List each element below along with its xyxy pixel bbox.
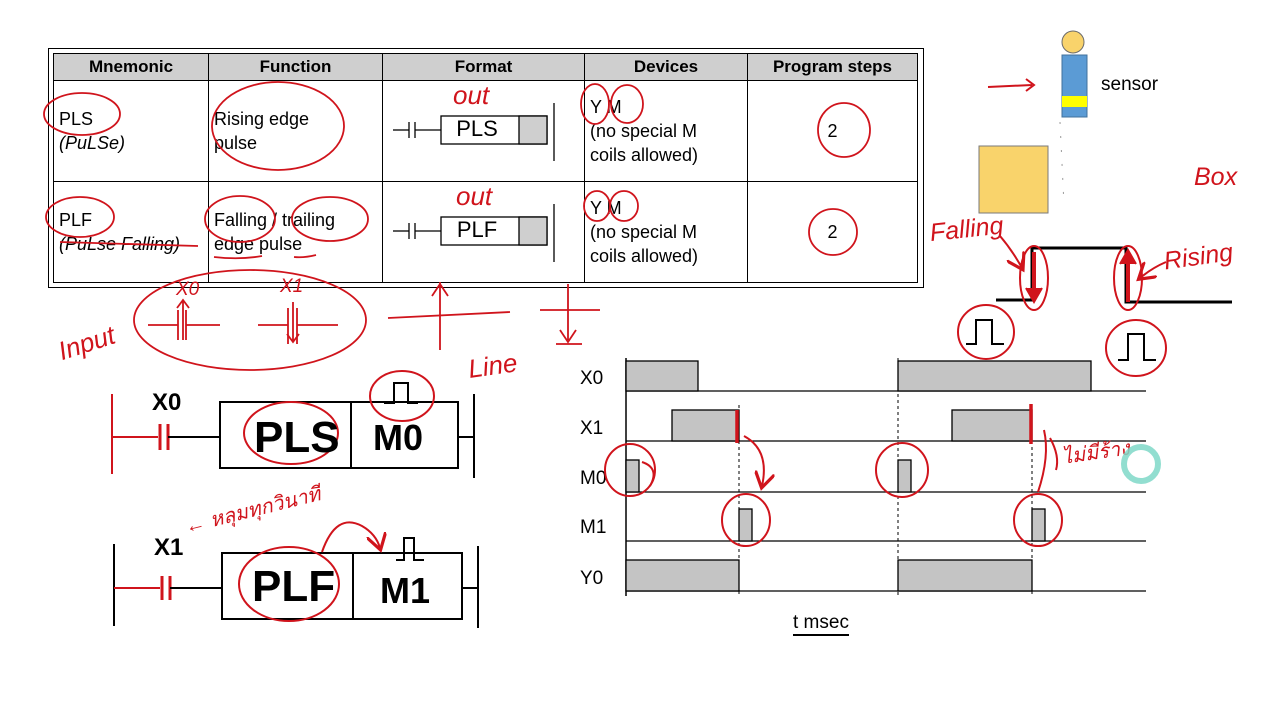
signal-label: X0 [580, 368, 603, 389]
ladder-input-x0: X0 [152, 389, 181, 416]
function-line: edge pulse [214, 234, 303, 254]
devices-line: Y M [590, 97, 622, 117]
x1-pulse [951, 409, 1033, 442]
format-symbol: PLF [383, 182, 584, 282]
devices-line: coils allowed) [590, 246, 699, 266]
edge-illustration [957, 235, 1232, 377]
ladder-format-svg [393, 103, 555, 161]
annotation-rising: Rising [1162, 238, 1235, 275]
function-line: pulse [214, 133, 258, 153]
pulse-icon [396, 537, 424, 561]
header-function: Function [208, 53, 383, 81]
mnemonic-long: (PuLSe) [59, 133, 126, 153]
ladder-instruction-pls: PLS [254, 413, 340, 462]
ladder-output-m1: M1 [380, 570, 430, 611]
y0-pulse [897, 559, 1033, 592]
x0-pulse [625, 360, 699, 392]
devices-line: coils allowed) [590, 145, 699, 165]
signal-label: X1 [580, 418, 603, 439]
ladder-format-svg [393, 204, 555, 262]
format-symbol: PLS [383, 81, 584, 181]
sensor-graphic [1059, 30, 1088, 206]
signal-label: M0 [580, 468, 606, 489]
format-cell: PLF [382, 181, 585, 283]
pulse-icon [1118, 333, 1156, 361]
annotation-line: Line [466, 347, 519, 384]
header-devices: Devices [584, 53, 748, 81]
m0-pulse [897, 459, 912, 493]
pulse-icon [384, 382, 418, 404]
input-sketch [133, 269, 600, 371]
devices-line: Y M [590, 198, 622, 218]
annotation-out: out [456, 181, 494, 211]
function-line: Rising edge [214, 109, 310, 129]
ladder-instruction-plf: PLF [252, 562, 335, 611]
annotation-box: Box [1194, 163, 1239, 191]
signal-label: Y0 [580, 568, 603, 589]
format-cell: PLS [382, 80, 585, 182]
annotation-thai-left: ← หลุมทุกวินาที [183, 483, 326, 540]
annotation-falling: Falling [928, 212, 1004, 248]
box-graphic [978, 145, 1049, 214]
ladder-output-m0: M0 [373, 417, 423, 458]
devices-line: (no special M [590, 121, 698, 141]
mnemonic: PLS [59, 109, 94, 129]
ladder-rung-plf [113, 521, 479, 628]
annotation-x1: X1 [279, 276, 303, 297]
plf-instruction-box [221, 552, 463, 620]
header-program-steps: Program steps [747, 53, 918, 81]
format-label: PLS [456, 116, 498, 141]
devices-line: (no special M [590, 222, 698, 242]
time-axis-label: t msec [793, 612, 849, 636]
m1-pulse [738, 508, 753, 542]
m1-pulse [1031, 508, 1046, 542]
format-label: PLF [456, 217, 498, 242]
timing-annotations [604, 404, 1063, 547]
function-cell: Rising edge pulse [208, 80, 383, 182]
arrow-icon [987, 78, 1036, 92]
table-row: PLF (PuLse Falling) Falling / trailing e… [53, 181, 918, 283]
timing-diagram [625, 358, 1146, 596]
table-circle-annotations [43, 81, 871, 260]
y0-pulse [625, 559, 740, 592]
x1-pulse [671, 409, 740, 442]
program-steps-cell: 2 [747, 181, 918, 283]
annotation-x0: X0 [175, 279, 200, 300]
table-header-row: Mnemonic Function Format Devices Program… [53, 53, 918, 81]
ladder-rung-pls [111, 370, 475, 478]
sensor-label: sensor [1101, 74, 1159, 95]
mnemonic: PLF [59, 210, 93, 230]
annotation-out: out [453, 80, 491, 110]
annotation-input: Input [54, 319, 120, 366]
program-steps-cell: 2 [747, 80, 918, 182]
x0-pulse [897, 360, 1092, 392]
ladder-input-x1: X1 [154, 534, 183, 561]
signal-label: M1 [580, 517, 606, 538]
m0-pulse [625, 459, 640, 493]
cursor-indicator [1121, 444, 1161, 484]
pulse-icon [966, 319, 1004, 345]
